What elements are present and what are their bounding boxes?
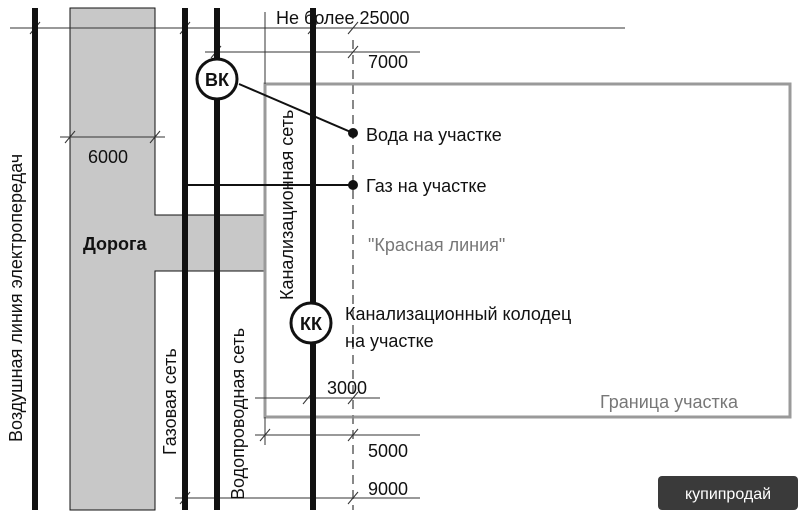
water-connection-point bbox=[348, 128, 358, 138]
sewer-well-on-plot-label-line1: Канализационный колодец bbox=[345, 304, 571, 324]
dimension-7000: 7000 bbox=[368, 52, 408, 72]
gas-connection-point bbox=[348, 180, 358, 190]
dimension-9000: 9000 bbox=[368, 479, 408, 499]
dimension-max-total: Не более 25000 bbox=[276, 8, 410, 28]
red-line-label: "Красная линия" bbox=[368, 235, 505, 255]
water-network-label: Водопроводная сеть bbox=[228, 328, 248, 500]
sewer-well-label: КК bbox=[300, 314, 323, 334]
dimension-6000: 6000 bbox=[88, 147, 128, 167]
watermark-text: купипродай bbox=[685, 486, 771, 503]
sewer-well-circle bbox=[289, 301, 333, 345]
gas-on-plot-label: Газ на участке bbox=[366, 176, 486, 196]
sewer-well-on-plot-label-line2: на участке bbox=[345, 331, 434, 351]
plot-boundary-label: Граница участка bbox=[600, 392, 739, 412]
power-line-label: Воздушная линия электропередач bbox=[6, 154, 26, 442]
gas-network-label: Газовая сеть bbox=[160, 348, 180, 455]
sewer-network-label: Канализационная сеть bbox=[277, 110, 297, 300]
water-well-label: ВК bbox=[205, 70, 230, 90]
plot-boundary bbox=[263, 82, 792, 419]
watermark: купипродай bbox=[658, 476, 798, 510]
road-label: Дорога bbox=[83, 234, 148, 254]
water-on-plot-label: Вода на участке bbox=[366, 125, 502, 145]
water-branch-line bbox=[238, 83, 354, 134]
water-well-circle bbox=[195, 57, 239, 101]
dimension-5000: 5000 bbox=[368, 441, 408, 461]
dimension-3000: 3000 bbox=[327, 378, 367, 398]
